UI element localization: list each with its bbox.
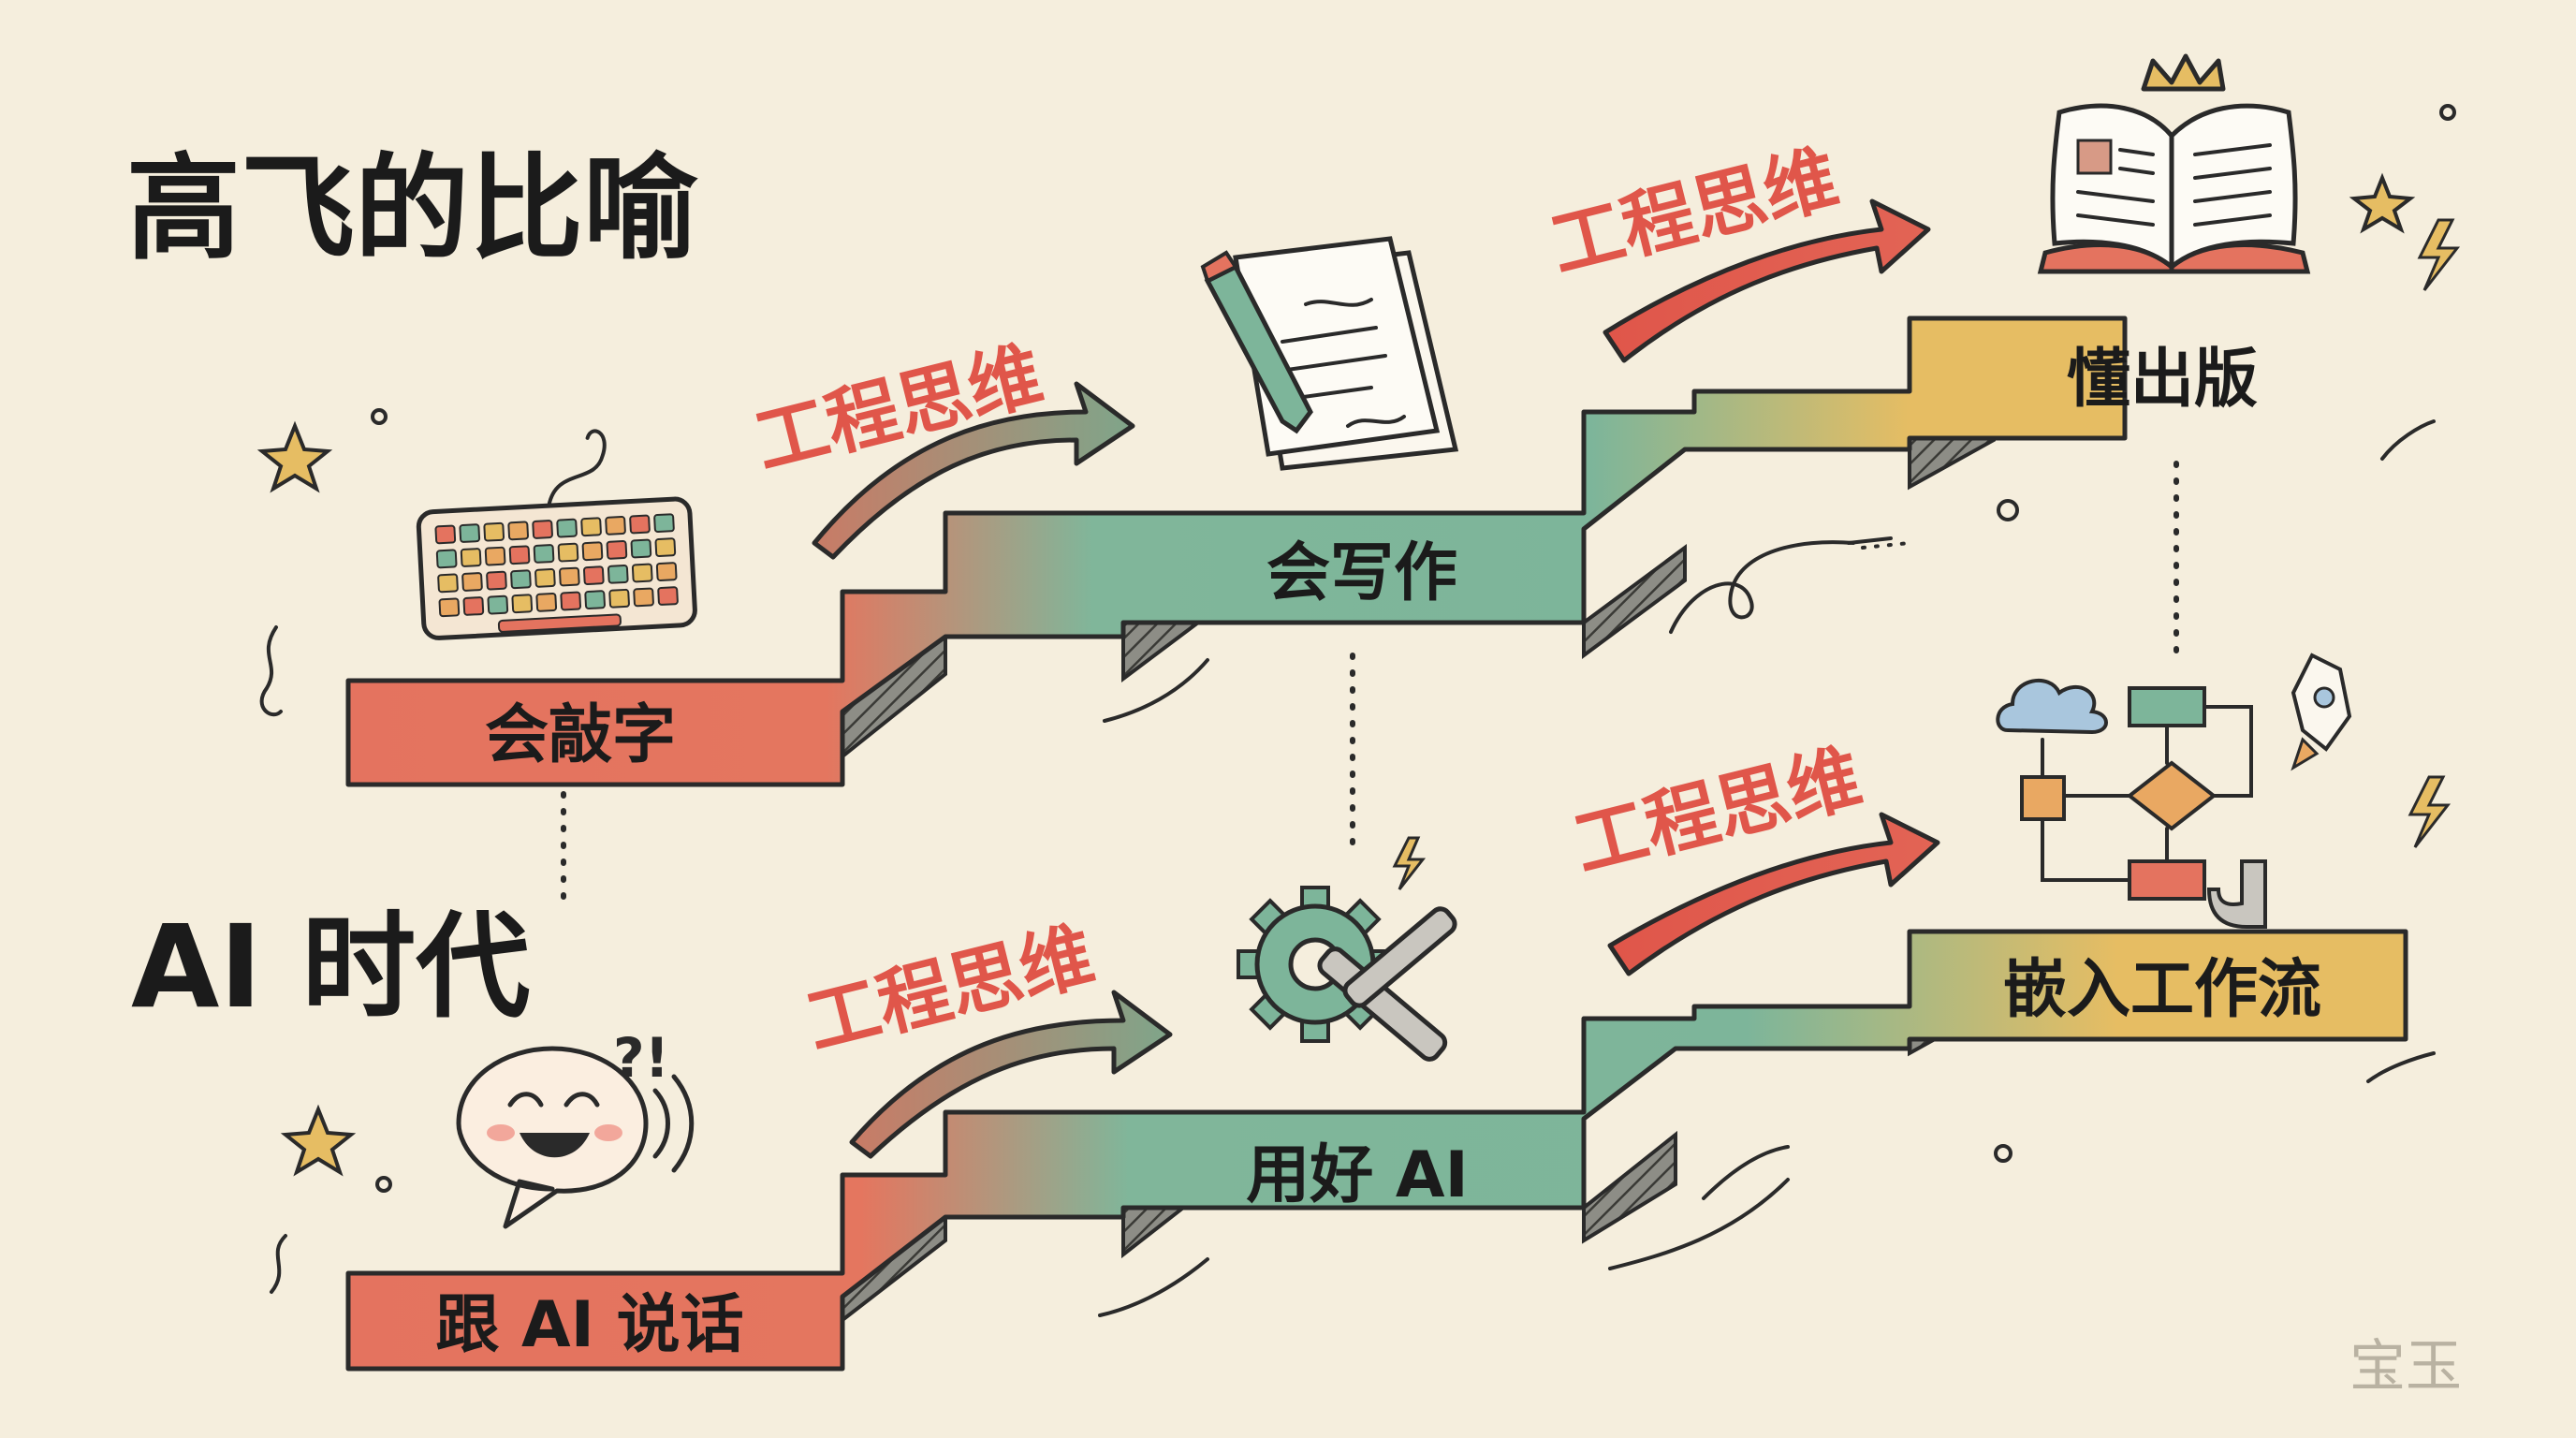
svg-text:?!: ?!	[613, 1026, 669, 1090]
star-icon	[280, 1104, 357, 1177]
bottom-step-3-label: 嵌入工作流	[2003, 953, 2321, 1027]
keyboard-key	[460, 548, 482, 567]
top-staircase: 会敲字 会写作 懂出版	[345, 315, 2258, 787]
keyboard-key	[532, 520, 553, 539]
keyboard-key	[533, 544, 555, 564]
keyboard-key	[434, 524, 457, 545]
keyboard-key	[655, 562, 678, 581]
keyboard-key	[507, 521, 529, 541]
metaphor-title: 高飞的比喻	[126, 142, 698, 275]
keyboard-key	[483, 521, 505, 542]
keyboard-key	[510, 569, 532, 590]
vertical-connectors	[561, 461, 2179, 902]
top-arrow-2: 工程思维	[1543, 137, 1931, 363]
keyboard-key	[631, 563, 653, 583]
keyboard-key	[583, 565, 605, 586]
star-icon	[2349, 172, 2416, 234]
lightning-icon	[1392, 836, 1427, 890]
bottom-step-1-label: 跟 AI 说话	[435, 1288, 743, 1362]
keyboard-key	[437, 573, 459, 594]
keyboard-icon	[416, 429, 697, 640]
keyboard-key	[653, 513, 675, 534]
small-circle-icon	[1994, 1144, 2012, 1163]
keyboard-key	[630, 538, 652, 559]
keyboard-key	[584, 590, 606, 610]
keyboard-key	[511, 594, 534, 614]
keyboard-key	[534, 568, 556, 588]
keyboard-key	[580, 517, 602, 537]
keyboard-spacebar	[497, 613, 622, 633]
star-icon	[256, 420, 333, 493]
keyboard-key	[459, 523, 481, 543]
keyboard-key	[438, 597, 461, 618]
keyboard-key	[487, 594, 509, 615]
top-step-1-label: 会敲字	[485, 698, 676, 772]
keyboard-key	[484, 546, 506, 566]
keyboard-key	[581, 541, 604, 562]
workflow-diagram-icon	[1996, 653, 2352, 929]
bottom-staircase: 跟 AI 说话 用好 AI 嵌入工作流	[345, 929, 2408, 1372]
small-circle-icon	[371, 408, 388, 425]
signature: 宝玉	[2349, 1334, 2462, 1400]
keyboard-key	[654, 537, 677, 557]
bottom-arrow-2: 工程思维	[1566, 736, 1940, 976]
keyboard-key	[486, 570, 507, 591]
pen-and-paper-icon	[1200, 236, 1459, 471]
keyboard-key	[461, 572, 483, 592]
keyboard-key	[629, 514, 651, 535]
keyboard-key	[633, 587, 654, 608]
open-book-with-crown-icon	[2037, 53, 2311, 274]
small-circle-icon	[375, 1176, 392, 1193]
decorations	[256, 104, 2461, 1317]
keyboard-key	[560, 591, 582, 611]
keyboard-key	[435, 549, 458, 569]
top-step-2-label: 会写作	[1266, 536, 1457, 610]
top-step-3-label: 懂出版	[2067, 343, 2258, 417]
keyboard-key	[605, 516, 626, 536]
lightning-icon	[2417, 218, 2461, 291]
keyboard-key	[557, 542, 579, 563]
keyboard-key	[556, 518, 578, 538]
lightning-icon	[2408, 775, 2452, 848]
keyboard-key	[606, 540, 628, 560]
small-circle-icon	[1997, 499, 2019, 521]
keyboard-key	[607, 564, 629, 584]
gear-and-wrench-icon	[1237, 886, 1457, 1062]
smiling-speech-bubble-icon: ?!	[456, 1026, 695, 1229]
keyboard-key	[559, 566, 580, 587]
keyboard-key	[462, 596, 485, 616]
keyboard-key	[608, 588, 630, 609]
small-circle-icon	[2439, 104, 2456, 121]
bottom-step-2-label: 用好 AI	[1246, 1138, 1469, 1212]
keyboard-key	[535, 593, 558, 612]
ai-era-title: AI 时代	[131, 901, 530, 1034]
keyboard-key	[508, 545, 531, 565]
keyboard-key	[657, 586, 679, 606]
